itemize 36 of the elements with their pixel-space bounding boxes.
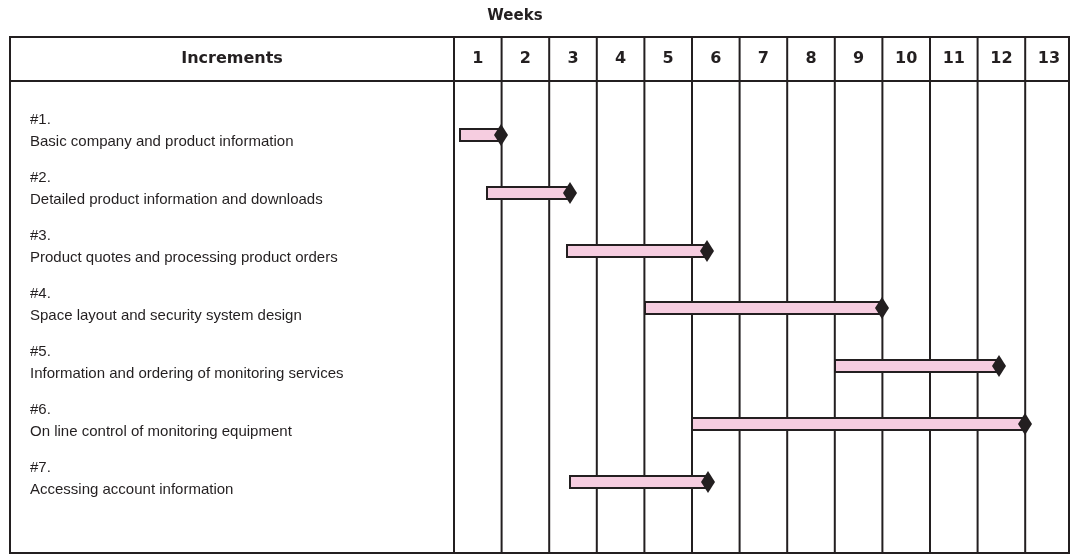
increment-description: Accessing account information [30,480,234,497]
column-header: Increments [180,48,284,67]
increment-description: Space layout and security system design [30,306,302,323]
week-number: 9 [852,48,866,67]
week-number: 3 [566,48,580,67]
week-number: 10 [894,48,919,67]
task-bar [566,240,714,262]
week-number: 1 [471,48,485,67]
increment-number: #3. [30,226,51,243]
chart-title: Weeks [486,6,544,24]
increment-description: Basic company and product information [30,132,294,149]
week-number: 11 [941,48,966,67]
task-bar [569,471,715,493]
week-number: 6 [709,48,723,67]
week-number: 8 [804,48,818,67]
increment-number: #5. [30,342,51,359]
task-bar [486,182,577,204]
increment-number: #4. [30,284,51,301]
increment-number: #6. [30,400,51,417]
task-bar [691,413,1032,435]
increment-number: #2. [30,168,51,185]
week-number: 4 [614,48,628,67]
task-bar [459,124,508,146]
week-number: 13 [1036,48,1062,67]
increment-number: #7. [30,458,51,475]
week-number: 12 [989,48,1014,67]
task-bar [834,355,1006,377]
week-number: 5 [661,48,675,67]
increment-description: Information and ordering of monitoring services [30,364,344,381]
increment-description: Detailed product information and downloads [30,190,323,207]
increment-number: #1. [30,110,51,127]
increment-description: Product quotes and processing product orders [30,248,338,265]
task-bar [644,297,889,319]
increment-description: On line control of monitoring equipment [30,422,292,439]
week-number: 2 [518,48,532,67]
week-number: 7 [756,48,770,67]
